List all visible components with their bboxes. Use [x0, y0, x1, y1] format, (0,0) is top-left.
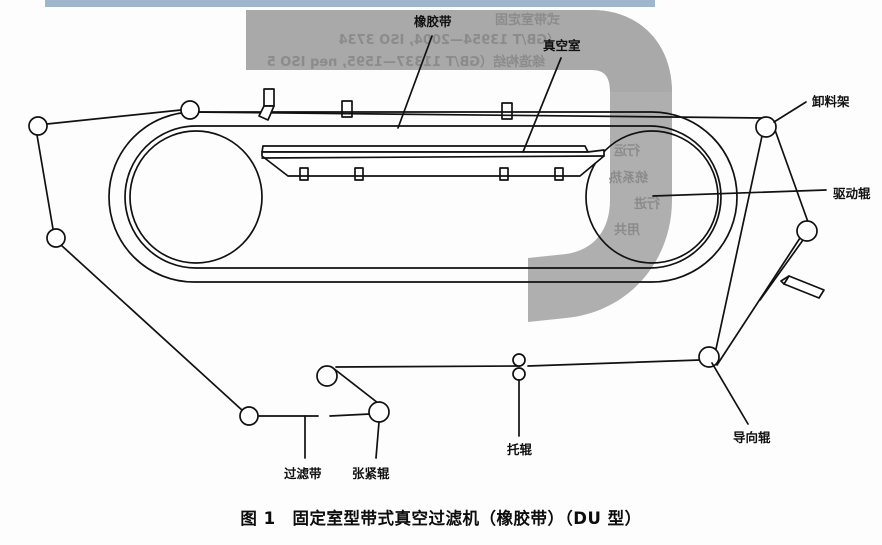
rubber-belt-outer [108, 111, 738, 283]
label-vacuum-chamber: 真空室 [543, 38, 581, 53]
roller-top-left-guide [28, 116, 48, 136]
label-rubber-belt: 橡胶带 [414, 14, 452, 29]
label-filter-belt: 过滤带 [284, 466, 322, 481]
svg-text:行进: 行进 [634, 196, 661, 212]
figure-caption-wrap: 图 1 固定室型带式真空过滤机（橡胶带）（DU 型） [0, 505, 882, 529]
figure-caption: 图 1 固定室型带式真空过滤机（橡胶带）（DU 型） [240, 509, 642, 528]
vacuum-chamber-top-plate [261, 145, 589, 153]
page-top-blue-rule [45, 0, 655, 7]
filter-belt-discharge-run [774, 129, 809, 223]
roller-support-lower [512, 367, 526, 381]
roller-tension-bottom [368, 401, 390, 423]
left-drum [129, 130, 263, 264]
svg-text:行运: 行运 [614, 143, 641, 159]
filter-belt-tension-up [332, 367, 379, 404]
label-support-roller: 托辊 [507, 442, 533, 457]
rubber-belt-inner [124, 125, 722, 269]
page-bleed-shadow [246, 10, 672, 322]
filter-belt-tension-top-2 [527, 359, 701, 367]
leader-guide-roller [711, 362, 749, 425]
discharge-chute-tip [780, 275, 790, 285]
roller-bottom-left [239, 406, 259, 426]
vacuum-port [354, 167, 364, 181]
filter-belt-tension-top [335, 365, 521, 368]
svg-text:绦造构结（GB/T 11337—1595, neq ISO: 绦造构结（GB/T 11337—1595, neq ISO 5 [267, 54, 545, 70]
diagram-linework [28, 35, 827, 459]
svg-text:（GB/T 13954—2004, ISO 3734: （GB/T 13954—2004, ISO 3734 [338, 32, 560, 48]
vacuum-chamber-edge [261, 155, 605, 159]
vacuum-port [499, 167, 509, 181]
wash-nozzle [501, 102, 513, 120]
belt-top-run [189, 111, 767, 119]
vacuum-chamber-body [261, 149, 605, 177]
bleed-through-text: 式带室定固 （GB/T 13954—2004, ISO 3734 绦造构结（GB… [267, 12, 661, 238]
roller-right-lower [796, 220, 818, 242]
svg-text:统系热: 统系热 [609, 170, 648, 186]
leader-rubber-belt [397, 35, 433, 129]
leader-vacuum-chamber [522, 57, 562, 153]
leader-discharge-frame [773, 101, 807, 123]
label-drive-roller: 驱动辊 [833, 186, 871, 201]
filter-belt-right-down [716, 237, 801, 366]
leader-tension-roller [375, 421, 380, 459]
vacuum-port [299, 167, 309, 181]
label-guide-roller: 导向辊 [733, 430, 771, 445]
roller-support-upper [512, 353, 526, 367]
wash-nozzle [263, 88, 275, 107]
roller-upper-mid [180, 100, 200, 120]
wash-nozzle [341, 100, 353, 118]
filter-belt-bottom-run-2 [329, 413, 371, 417]
filter-belt-left-side [36, 134, 54, 230]
filter-belt-diagonal-lower-left [60, 244, 244, 412]
vacuum-port [554, 167, 564, 181]
roller-guide-right [698, 346, 720, 368]
roller-tension-top [316, 365, 338, 387]
feed-chute [258, 105, 275, 121]
drive-drum [585, 130, 719, 264]
filter-belt-right-up [715, 135, 763, 350]
filter-belt-tail [759, 239, 804, 301]
leader-drive-roller [652, 189, 827, 197]
filter-belt-upper-left [46, 109, 182, 125]
roller-discharge [755, 116, 777, 138]
roller-left-lower [46, 228, 66, 248]
discharge-chute [783, 275, 825, 299]
svg-text:用共: 用共 [614, 222, 641, 238]
svg-text:式带室定固: 式带室定固 [495, 12, 560, 28]
label-tension-roller: 张紧辊 [352, 466, 390, 481]
label-discharge-frame: 卸料架 [812, 94, 850, 109]
